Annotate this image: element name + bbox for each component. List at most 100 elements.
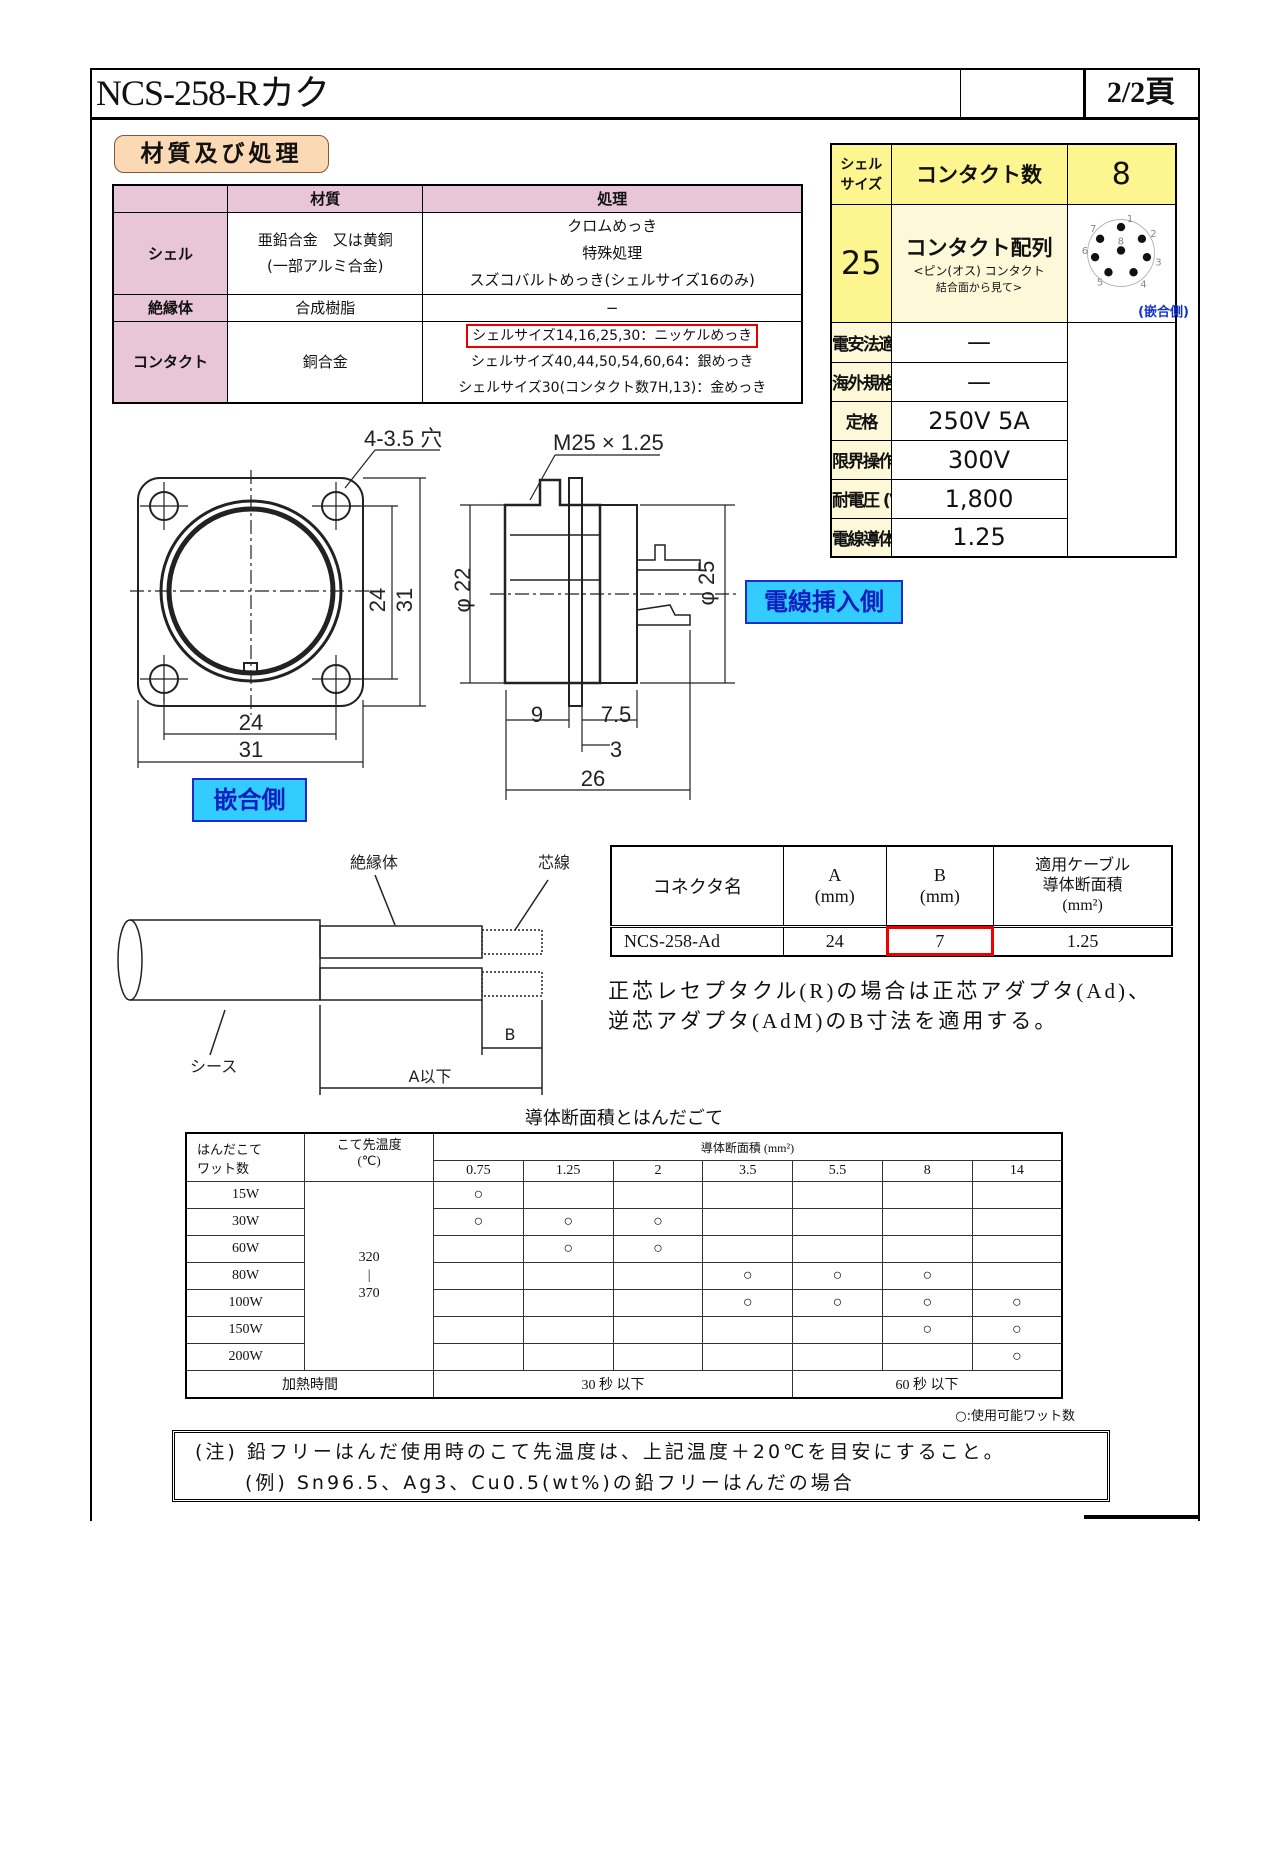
mark-cell [702,1235,794,1263]
table-row: 150W ○○ [185,1316,1063,1344]
text: 正芯レセプタクル(R)の場合は正芯アダプタ(Ad)、 [608,979,1153,1003]
arrangement-label: コンタクト配列<ピン(オス) コンタクト結合面から見て> [890,203,1068,323]
mark-cell: ○ [881,1262,973,1290]
mark-cell [792,1208,883,1236]
footnote-line-1: (注) 鉛フリーはんだ使用時のこて先温度は、上記温度＋20℃を目安にすること。 [195,1441,1006,1463]
mark-cell [612,1289,704,1317]
mark-cell [522,1343,614,1371]
spec-value: 1,800 [890,478,1068,519]
mating-side-small-label: (嵌合側) [1138,304,1189,320]
mark-cell [432,1289,524,1317]
text: 亜鉛合金 又は黄銅 [257,231,393,249]
materials-table: 材質処理 シェル 亜鉛合金 又は黄銅(一部アルミ合金) クロムめっき特殊処理スズ… [112,184,803,404]
highlighted-text: シェルサイズ14,16,25,30：ニッケルめっき [466,323,759,348]
mark-cell [612,1262,704,1290]
insulator-treatment: − [422,293,803,322]
heat-60: 60 秒 以下 [792,1370,1063,1399]
mark-cell [792,1235,883,1263]
mark-cell [971,1181,1063,1209]
spec-label: 限界操作電圧 (注-3) [830,439,892,480]
text: スズコバルトめっき(シェルサイズ16のみ) [469,270,755,289]
header-treatment: 処理 [422,184,803,213]
spec-value: 250V 5A [890,400,1068,441]
mark-cell [881,1181,973,1209]
mark-cell: ○ [971,1289,1063,1317]
mark-cell [881,1208,973,1236]
watt-cell: 100W [185,1289,306,1317]
text: (一部アルミ合金) [266,257,384,275]
header-b: B (mm) [885,845,995,927]
wire-side-label: 電線挿入側 [745,580,903,624]
mark-cell [881,1235,973,1263]
cell-connector-name: NCS-258-Ad [610,925,784,957]
mark-cell [702,1208,794,1236]
pin-number: 6 [1082,245,1088,256]
mark-cell: ○ [612,1235,704,1263]
mark-cell [522,1289,614,1317]
pin-number: 1 [1127,214,1133,225]
table-row: 60W○○ [185,1235,1063,1263]
mark-cell: ○ [971,1316,1063,1344]
solder-legend: ○:使用可能ワット数 [955,1409,1075,1424]
row-label-insulator: 絶縁体 [112,293,229,322]
connector-table: コネクタ名 A (mm) B (mm) 適用ケーブル 導体断面積 (mm²) N… [610,845,1173,957]
pin-number: 3 [1156,257,1162,268]
text: 逆芯アダプタ(AdM)のB寸法を適用する。 [608,1009,1059,1033]
mark-cell [432,1343,524,1371]
mark-cell [522,1262,614,1290]
mark-cell: ○ [702,1262,794,1290]
header-empty [112,184,229,213]
area-column-header: 2 [612,1160,704,1182]
solder-table-title: 導体断面積とはんだごて [524,1108,724,1129]
mark-cell: ○ [971,1343,1063,1371]
mating-side-label: 嵌合側 [192,778,307,822]
header-temp: こて先温度 (℃) [304,1132,434,1182]
watt-cell: 15W [185,1181,306,1209]
mark-cell: ○ [522,1208,614,1236]
contacts-label: コンタクト数 [890,143,1068,205]
pin-number: 2 [1151,229,1157,240]
row-label-contact: コンタクト [112,320,229,404]
header-connector-name: コネクタ名 [610,845,784,927]
spec-label: 海外規格 (注-2) [830,361,892,402]
header-a: A (mm) [782,845,887,927]
mark-cell: ○ [881,1316,973,1344]
text: クロムめっき [567,216,658,235]
mark-cell: ○ [612,1208,704,1236]
area-column-header: 8 [881,1160,973,1182]
pin-number: 5 [1097,277,1103,288]
mark-cell [792,1316,883,1344]
title-bar [90,68,1198,120]
mark-cell: ○ [432,1208,524,1236]
area-column-header: 1.25 [522,1160,614,1182]
mark-cell [432,1316,524,1344]
temp-cell: 320 | 370 [304,1181,434,1371]
shell-size-label: シェル サイズ [830,143,892,205]
watt-cell: 60W [185,1235,306,1263]
mark-cell [971,1208,1063,1236]
pin-dot [1096,234,1105,243]
mark-cell [702,1181,794,1209]
mark-cell [432,1235,524,1263]
document-title: NCS-258-Rカク [96,73,330,113]
row-label-shell: シェル [112,211,229,295]
spec-value: 300V [890,439,1068,480]
pin-dot [1117,245,1126,255]
heat-time-label: 加熱時間 [185,1370,434,1399]
shell-treatment: クロムめっき特殊処理スズコバルトめっき(シェルサイズ16のみ) [422,211,803,295]
pin-dot [1104,267,1113,276]
text: <ピン(オス) コンタクト [913,263,1045,278]
divider [960,68,961,117]
contact-treatment: シェルサイズ14,16,25,30：ニッケルめっき シェルサイズ40,44,50… [422,320,803,404]
watt-cell: 150W [185,1316,306,1344]
watt-cell: 30W [185,1208,306,1236]
insulator-material: 合成樹脂 [227,293,424,322]
pin-dot [1091,252,1100,261]
mark-cell [612,1343,704,1371]
section-label: 材質及び処理 [114,135,329,173]
pin-dot [1142,252,1152,261]
